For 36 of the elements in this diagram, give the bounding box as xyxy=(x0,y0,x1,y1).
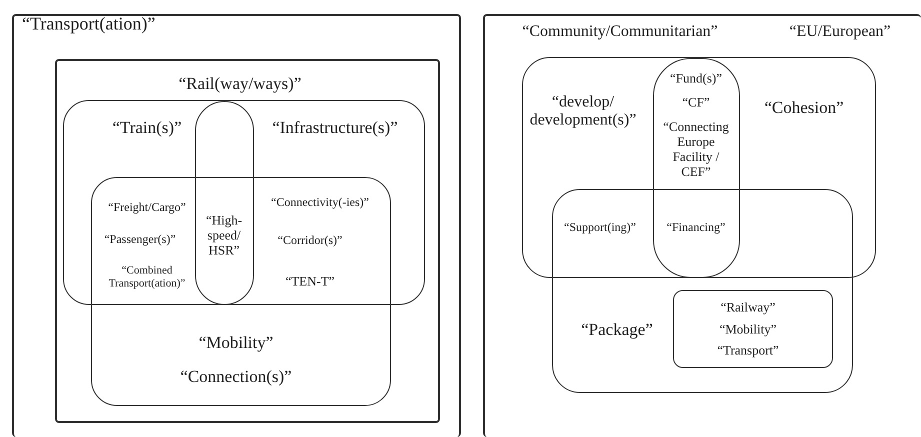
venn-region xyxy=(91,177,391,406)
term-text: “Infrastructure(s)” xyxy=(272,118,398,138)
term-text: “Transport” xyxy=(717,344,779,358)
term-text: “TEN-T” xyxy=(285,274,335,290)
term-text: “Connecting Europe Facility / CEF” xyxy=(662,120,730,180)
term-text: “Combined Transport(ation)” xyxy=(108,264,186,290)
term-text: “Fund(s)” xyxy=(670,72,722,86)
category-panel xyxy=(12,14,461,437)
pill-region xyxy=(653,58,740,278)
term-text: “Support(ing)” xyxy=(564,221,636,235)
term-text: “Train(s)” xyxy=(112,118,182,138)
category-panel xyxy=(483,14,921,437)
venn-region xyxy=(63,100,425,305)
category-box xyxy=(55,59,440,423)
term-text: “Financing” xyxy=(666,221,726,235)
term-text: “Passenger(s)” xyxy=(104,233,176,247)
term-text: “EU/European” xyxy=(789,22,891,42)
term-text: “Freight/Cargo” xyxy=(108,201,186,215)
inner-box xyxy=(673,290,833,368)
term-text: “Mobility” xyxy=(719,322,777,338)
term-text: “CF” xyxy=(682,96,710,110)
term-text: “Corridor(s)” xyxy=(278,234,342,248)
venn-region xyxy=(552,189,853,393)
panel-heading: “Community/Communitarian” xyxy=(522,22,718,42)
term-text: “Railway” xyxy=(720,300,776,316)
term-text: “Connectivity(-ies)” xyxy=(271,196,369,210)
term-text: “High- speed/ HSR” xyxy=(204,214,244,258)
term-text: “Mobility” xyxy=(198,333,274,353)
panel-heading: “Rail(way/ways)” xyxy=(178,74,302,94)
panel-heading: “Transport(ation)” xyxy=(22,14,156,34)
term-text: “Connection(s)” xyxy=(180,367,292,387)
pill-region xyxy=(195,101,254,305)
term-text: “Cohesion” xyxy=(764,98,844,118)
venn-region xyxy=(522,57,876,278)
term-text: “develop/ development(s)” xyxy=(528,94,638,130)
term-text: “Package” xyxy=(581,320,653,340)
